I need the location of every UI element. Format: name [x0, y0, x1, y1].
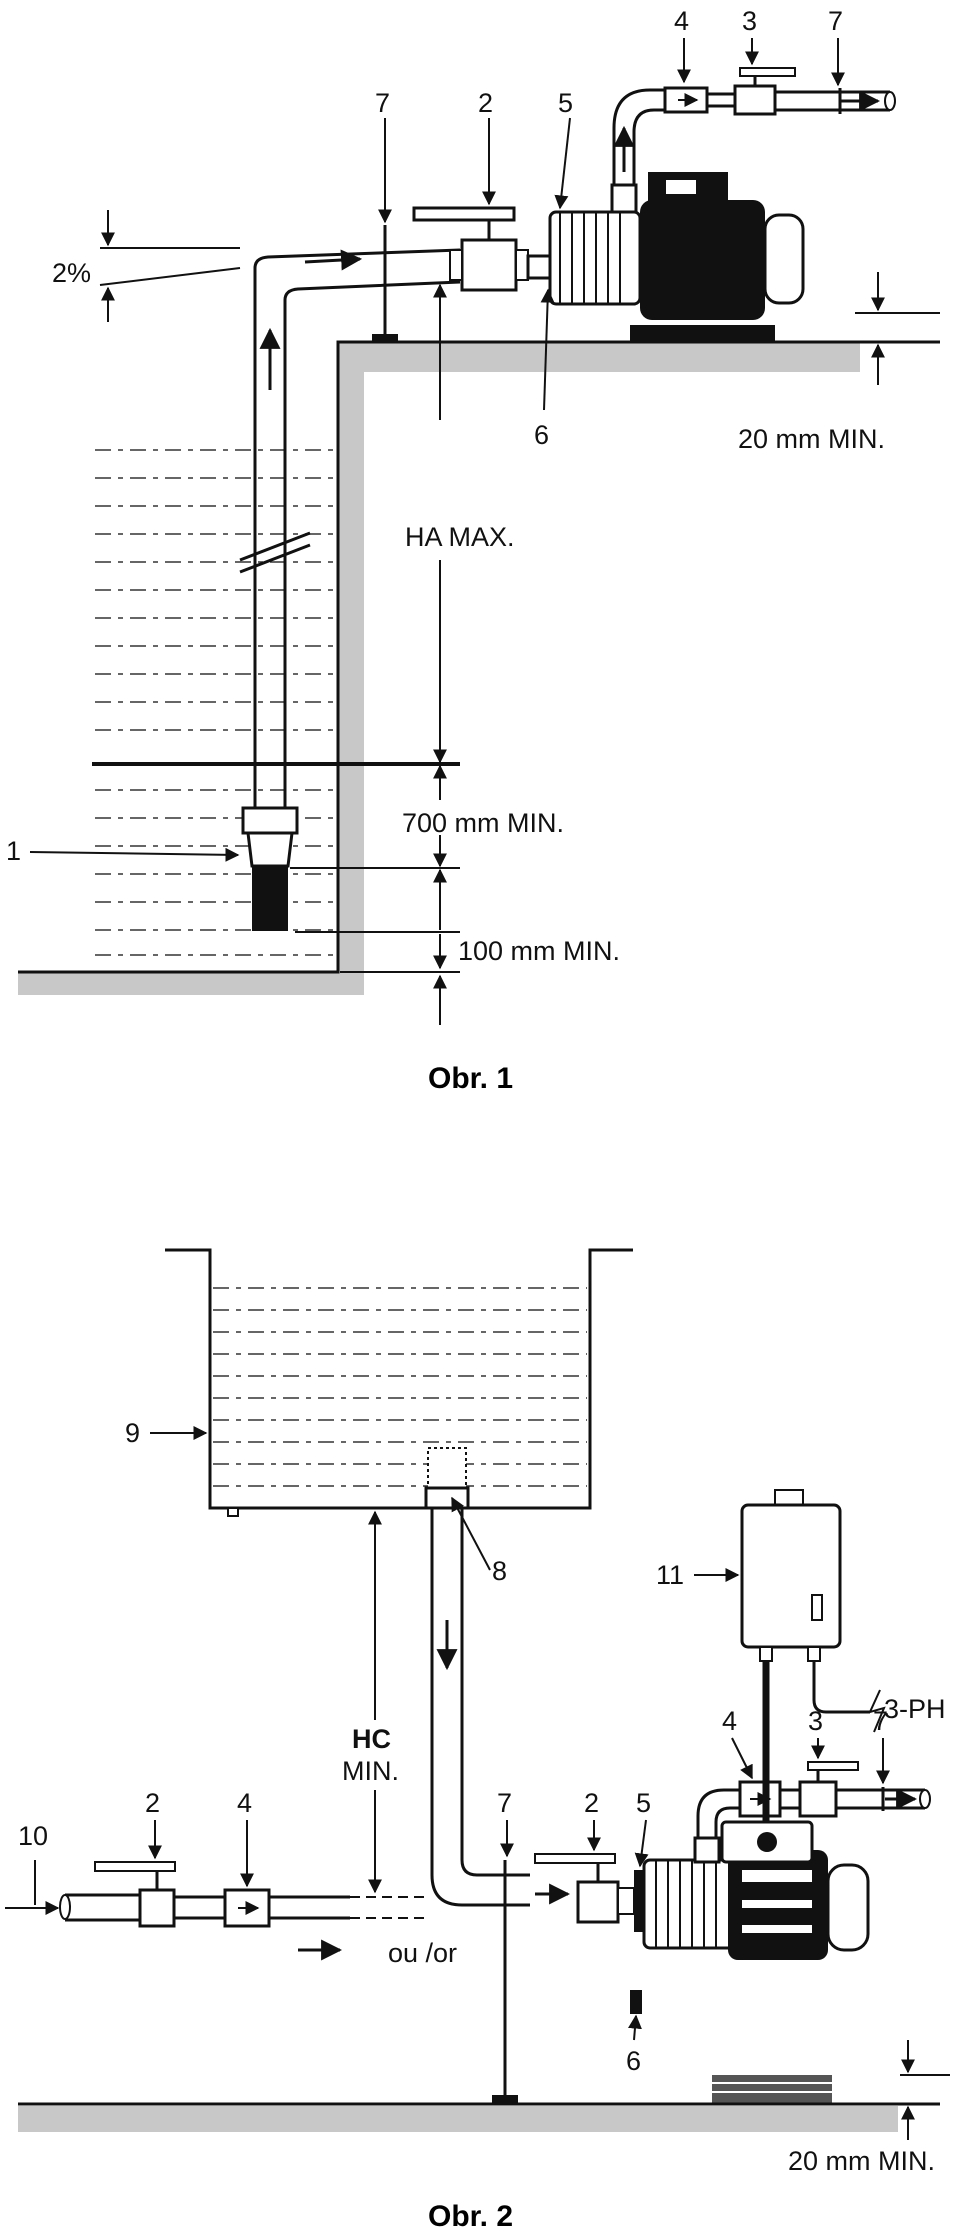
fig1-callout-4: 4 — [674, 6, 689, 36]
figure-2: 9 8 11 3-PH HC MIN. 10 2 4 7 2 5 4 3 7 o… — [5, 1248, 950, 2231]
fig1-callout-1: 1 — [6, 836, 21, 866]
fig1-submersion-label: 700 mm MIN. — [402, 808, 564, 838]
fig2-callout-11: 11 — [656, 1560, 684, 1590]
fig1-height-label: HA MAX. — [405, 522, 515, 552]
fig2-lightning-icon — [868, 1689, 886, 1733]
fig1-callout-7b: 7 — [828, 6, 843, 36]
fig1-callout-5: 5 — [558, 88, 573, 118]
fig2-floor — [18, 2040, 950, 2140]
fig1-dimension-lines — [290, 272, 940, 1025]
fig2-callout-5: 5 — [636, 1788, 651, 1818]
fig2-height-label: HC — [352, 1724, 391, 1754]
fig1-callout-7a: 7 — [375, 88, 390, 118]
fig1-callout-6: 6 — [534, 420, 549, 450]
fig1-slope-indicator — [99, 210, 241, 322]
fig1-suction-pipe — [239, 248, 461, 808]
fig2-callout-9: 9 — [125, 1418, 140, 1448]
fig2-base-height-label: 20 mm MIN. — [788, 2146, 935, 2176]
fig2-inlet-gate-valve — [534, 1853, 635, 1924]
fig2-callout-7b: 7 — [873, 1706, 888, 1736]
fig1-base-height-label: 20 mm MIN. — [738, 424, 885, 454]
fig2-caption: Obr. 2 — [428, 2200, 513, 2231]
fig2-callout-6: 6 — [626, 2046, 641, 2076]
fig1-foot-valve — [241, 806, 299, 931]
fig1-callout-leaders — [29, 38, 845, 862]
fig1-discharge-pipe — [612, 67, 896, 186]
fig1-callout-3: 3 — [742, 6, 757, 36]
fig2-callout-2a: 2 — [145, 1788, 160, 1818]
fig1-well-water — [92, 449, 460, 956]
fig2-pipe-support — [492, 1860, 518, 2103]
fig2-power-label: 3-PH — [884, 1694, 946, 1724]
fig2-callout-3: 3 — [808, 1706, 823, 1736]
fig2-tank-feed-pipe — [430, 1508, 571, 1907]
fig2-mains-feed-pipe — [59, 1861, 430, 1961]
fig2-callout-7a: 7 — [497, 1788, 512, 1818]
fig2-callout-10: 10 — [18, 1821, 48, 1851]
fig1-pump — [526, 172, 805, 343]
fig1-caption: Obr. 1 — [428, 1062, 513, 1095]
fig1-callout-2: 2 — [478, 88, 493, 118]
fig2-callout-4b: 4 — [722, 1706, 737, 1736]
fig1-pipe-support — [372, 225, 398, 342]
fig2-control-box — [740, 1489, 886, 1822]
fig1-bottom-clearance-label: 100 mm MIN. — [458, 936, 620, 966]
figure-1: 7 2 5 4 3 7 6 1 2% HA MAX. 700 mm MIN. 1… — [6, 6, 940, 1095]
fig2-height-label-sub: MIN. — [342, 1756, 399, 1786]
fig2-callout-leaders — [5, 1426, 890, 2041]
fig1-gate-valve — [412, 206, 529, 292]
fig2-callout-4a: 4 — [237, 1788, 252, 1818]
fig2-callout-8: 8 — [492, 1556, 507, 1586]
fig2-alt-feed-label: ou /or — [388, 1938, 457, 1968]
fig2-tank — [165, 1248, 633, 1517]
fig2-callout-2b: 2 — [584, 1788, 599, 1818]
fig2-pump — [630, 1820, 870, 2105]
fig1-slope-label: 2% — [52, 258, 91, 288]
fig2-discharge-pipe — [696, 1761, 931, 1838]
